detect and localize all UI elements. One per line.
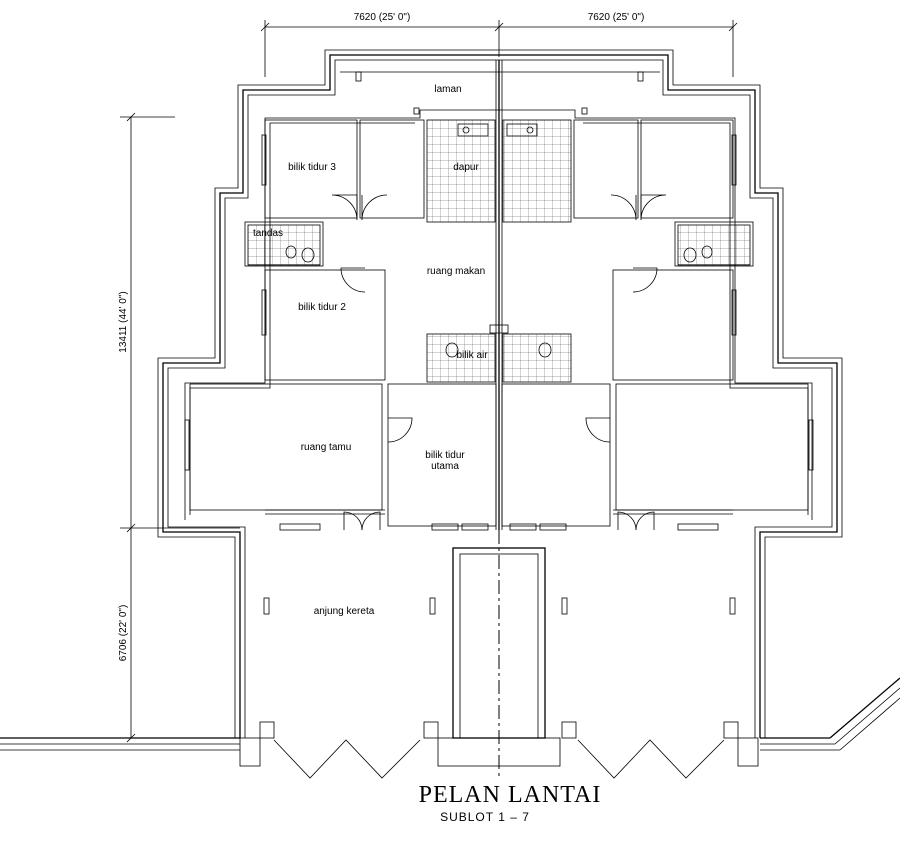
room-bilik-tidur-utama-line1: bilik tidur bbox=[425, 450, 465, 461]
room-bilik-tidur-utama-line2: utama bbox=[431, 461, 459, 472]
windows bbox=[184, 134, 814, 471]
boundary-fence bbox=[0, 677, 900, 767]
fixtures bbox=[263, 71, 736, 615]
exterior-walls bbox=[157, 49, 843, 738]
room-anjung-kereta: anjung kereta bbox=[314, 606, 375, 617]
folding-gates bbox=[273, 739, 725, 779]
tiled-areas bbox=[247, 119, 751, 383]
kitchen-sinks bbox=[457, 123, 538, 137]
room-bilik-tidur-2: bilik tidur 2 bbox=[298, 302, 346, 313]
door-swings bbox=[331, 194, 667, 531]
internal-walls-left bbox=[189, 119, 497, 531]
toilets bbox=[285, 245, 713, 358]
room-bilik-air: bilik air bbox=[456, 350, 488, 361]
room-laman: laman bbox=[434, 84, 461, 95]
room-bilik-tidur-3: bilik tidur 3 bbox=[288, 162, 336, 173]
drawing-subtitle: SUBLOT 1 – 7 bbox=[440, 810, 530, 824]
room-dapur: dapur bbox=[453, 162, 479, 173]
dimension-left-upper: 13411 (44' 0") bbox=[118, 291, 129, 352]
room-ruang-tamu: ruang tamu bbox=[301, 442, 352, 453]
dimension-left-lower: 6706 (22' 0") bbox=[118, 605, 129, 662]
room-ruang-makan: ruang makan bbox=[427, 266, 485, 277]
drawing-title: PELAN LANTAI bbox=[419, 782, 602, 808]
car-porch bbox=[452, 530, 546, 780]
dimension-top-left: 7620 (25' 0") bbox=[354, 12, 411, 23]
internal-walls-right bbox=[501, 119, 809, 531]
dimension-top-right: 7620 (25' 0") bbox=[588, 12, 645, 23]
room-tandas-left: tandas bbox=[253, 228, 283, 239]
